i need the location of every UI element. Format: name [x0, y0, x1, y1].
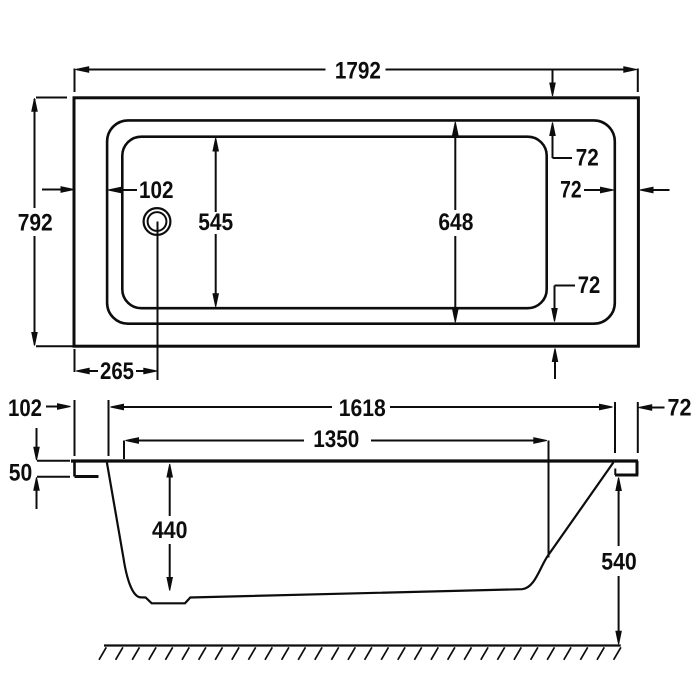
- svg-text:102: 102: [8, 395, 42, 422]
- svg-text:540: 540: [601, 548, 637, 575]
- svg-text:72: 72: [576, 145, 599, 172]
- svg-text:72: 72: [578, 272, 601, 299]
- svg-text:440: 440: [152, 517, 188, 544]
- svg-text:50: 50: [9, 460, 33, 487]
- svg-text:72: 72: [668, 394, 692, 421]
- svg-text:792: 792: [18, 210, 53, 237]
- svg-text:648: 648: [438, 209, 473, 236]
- svg-text:1350: 1350: [313, 426, 359, 453]
- svg-text:545: 545: [198, 209, 233, 236]
- svg-text:1618: 1618: [339, 395, 386, 422]
- svg-text:265: 265: [100, 358, 134, 385]
- svg-text:1792: 1792: [335, 58, 381, 85]
- svg-text:102: 102: [139, 177, 174, 204]
- svg-text:72: 72: [560, 177, 582, 204]
